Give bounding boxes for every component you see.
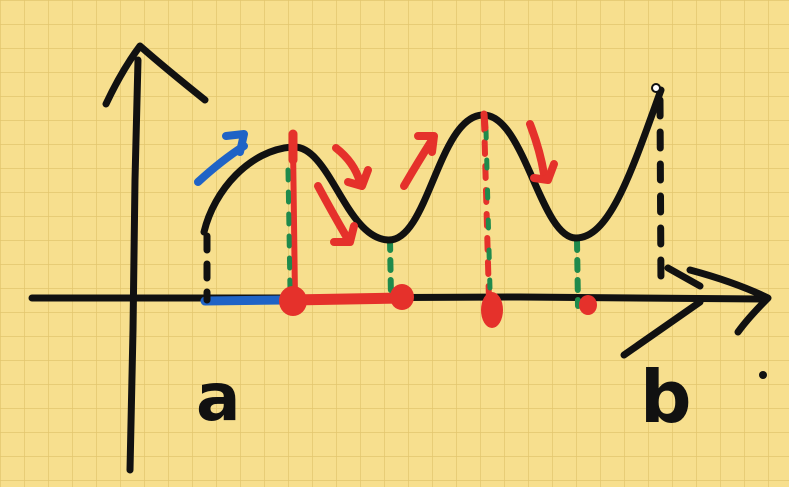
y-axis-arrowhead bbox=[102, 42, 209, 108]
decreasing-arrow-icon-2 bbox=[314, 182, 358, 246]
guide-line-min-2 bbox=[574, 237, 581, 309]
critical-point-mark-3 bbox=[481, 292, 503, 328]
label-b: b bbox=[640, 355, 692, 439]
y-axis-line bbox=[126, 56, 142, 474]
increasing-interval-segment bbox=[200, 295, 287, 306]
x-axis-arrowhead bbox=[686, 266, 772, 336]
decreasing-arrow-icon-1 bbox=[332, 144, 372, 190]
guide-line-max-2-red bbox=[481, 115, 492, 303]
trend-arrows bbox=[194, 120, 558, 246]
y-axis bbox=[102, 42, 209, 474]
x-axis-marks bbox=[279, 284, 597, 328]
decreasing-interval-segment bbox=[286, 292, 408, 306]
guide-line-min-1 bbox=[387, 237, 394, 301]
guide-line-max-1-dashed bbox=[285, 167, 293, 293]
end-point-marker bbox=[651, 83, 661, 93]
increasing-arrow-icon-red bbox=[400, 132, 438, 190]
increasing-arrow-icon bbox=[194, 130, 248, 186]
critical-point-mark-2 bbox=[390, 284, 414, 310]
guide-lines bbox=[203, 96, 665, 309]
max-2-top-mark bbox=[480, 110, 489, 132]
guide-line-b bbox=[656, 96, 665, 294]
decreasing-arrow-icon-3 bbox=[526, 120, 558, 184]
critical-point-mark-4 bbox=[579, 295, 597, 315]
guide-line-max-1-solid bbox=[290, 142, 298, 301]
stray-dot bbox=[759, 371, 767, 379]
critical-point-mark-1 bbox=[279, 286, 307, 316]
label-a: a bbox=[196, 359, 241, 436]
x-axis-extra-arrow-strokes bbox=[620, 264, 704, 359]
